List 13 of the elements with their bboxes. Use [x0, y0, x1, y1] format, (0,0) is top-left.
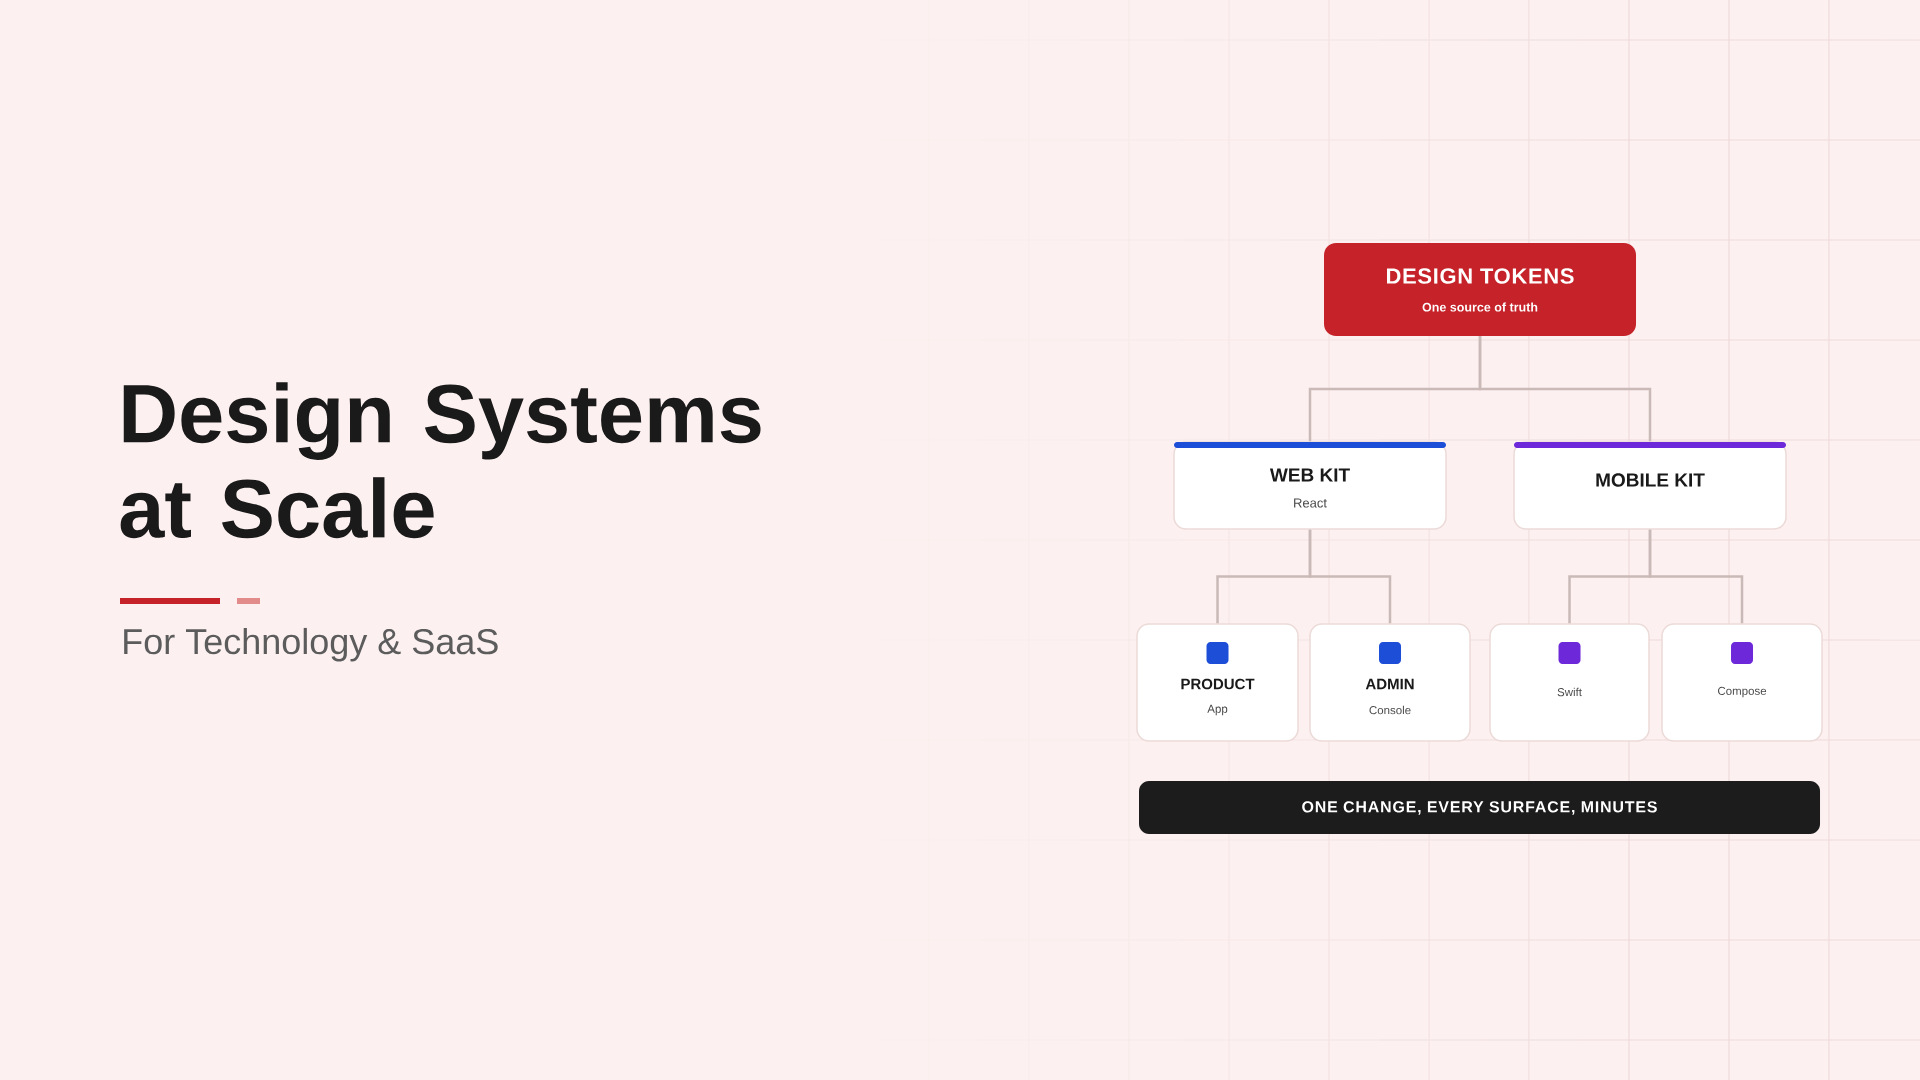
- leaf-card: Compose: [1661, 623, 1823, 742]
- connector-line: [1648, 529, 1744, 624]
- title: Design Systems at Scale: [120, 382, 761, 539]
- kit-card: MOBILE KIT: [1513, 441, 1787, 530]
- banner-box: ONE CHANGE, EVERY SURFACE, MINUTES: [1139, 781, 1821, 834]
- connector-line: [1308, 529, 1392, 624]
- subtitle: For Technology & SaaS: [124, 627, 498, 662]
- leaf-card: Swift: [1489, 623, 1650, 742]
- leaf-card: PRODUCT App: [1136, 623, 1299, 742]
- leaf-card: ADMIN Console: [1309, 623, 1471, 742]
- root-box: DESIGN TOKENS One source of truth: [1324, 243, 1637, 336]
- kit-card: WEB KIT React: [1173, 441, 1447, 530]
- connector-line: [1478, 336, 1652, 442]
